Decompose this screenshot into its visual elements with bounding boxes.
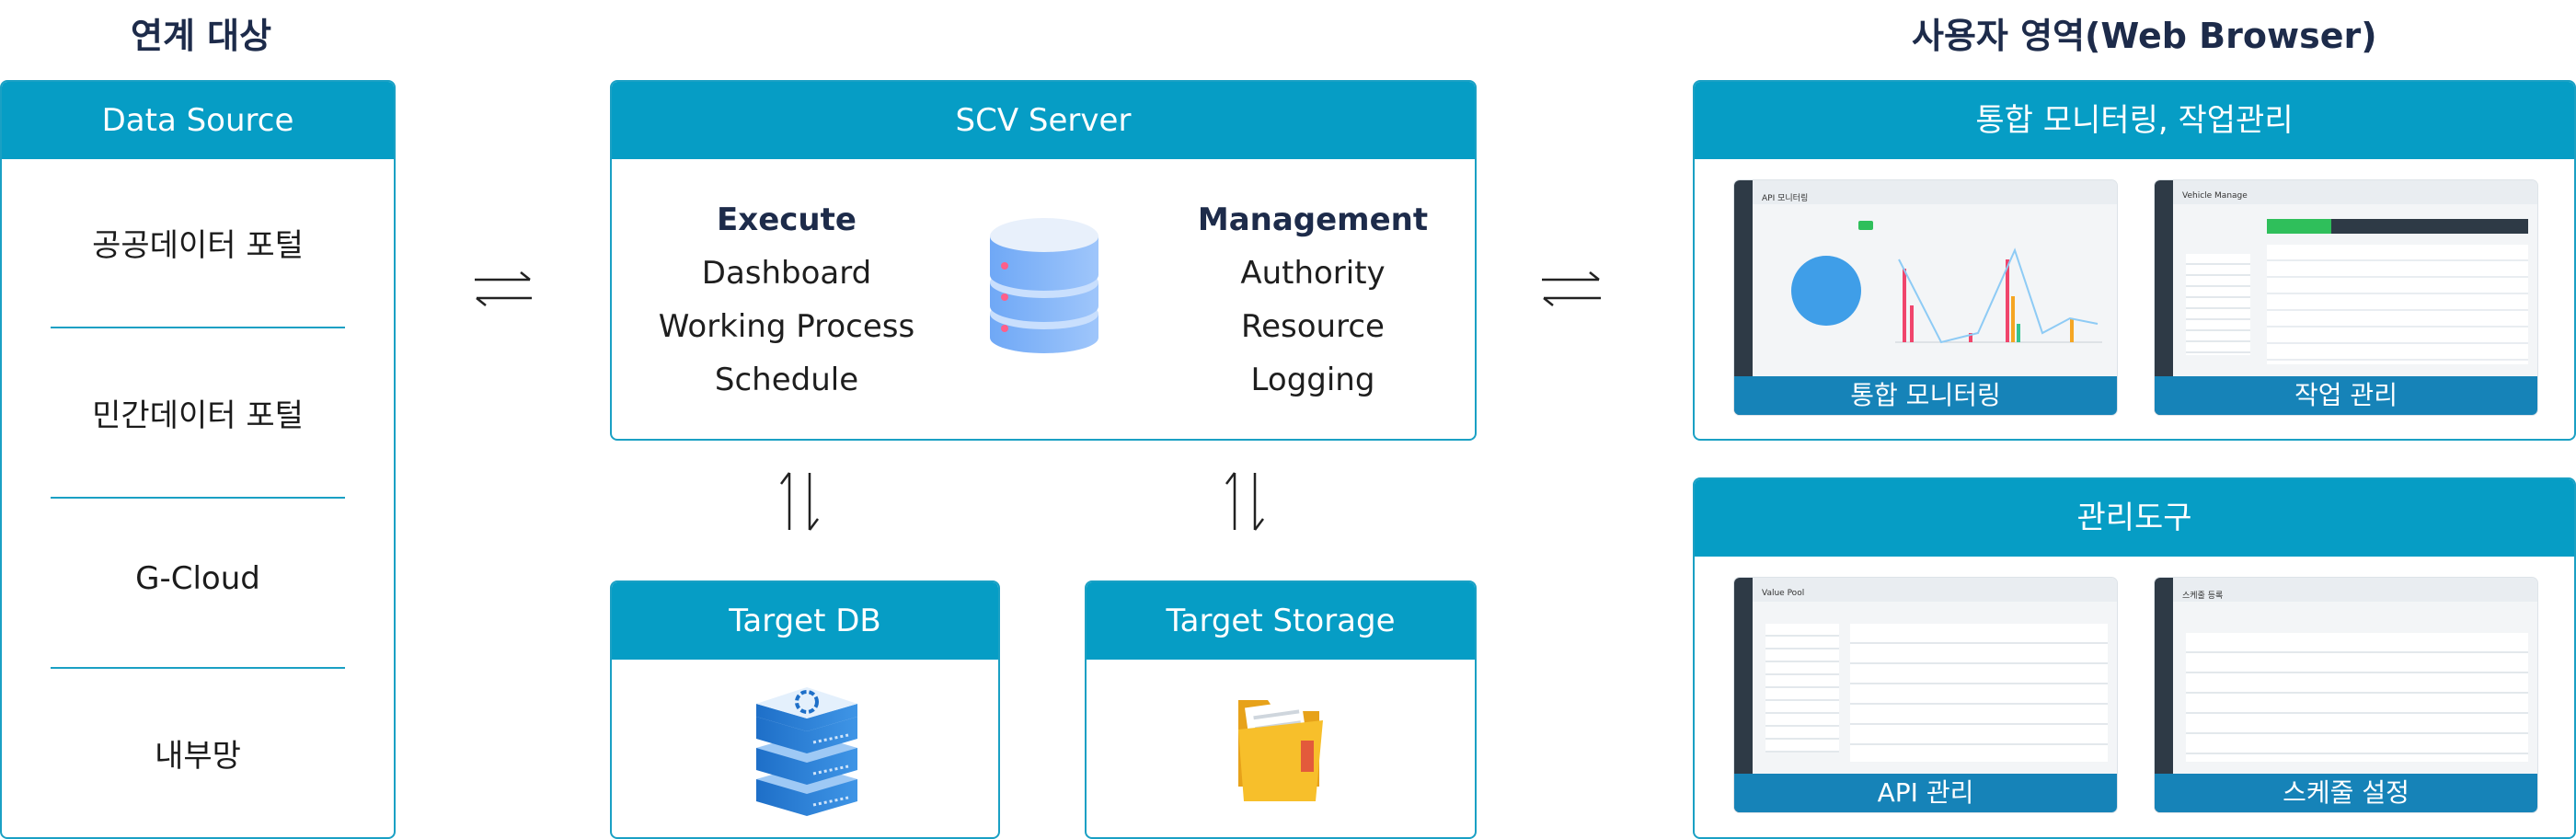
bidirectional-arrow-left — [475, 271, 532, 306]
window-title: 스케줄 등록 — [2182, 592, 2224, 601]
execute-item: Dashboard — [701, 255, 872, 292]
job-management-screenshot: Vehicle Manage 작업 관리 — [2155, 180, 2537, 415]
window-title: Vehicle Manage — [2182, 191, 2248, 201]
tab-bar — [2267, 219, 2528, 234]
sidebar — [1734, 578, 1753, 812]
management-item: Logging — [1250, 362, 1375, 398]
execute-column: Execute Dashboard Working Process Schedu… — [649, 193, 925, 407]
management-item: Resource — [1241, 308, 1385, 345]
divider — [51, 667, 345, 669]
execute-item: Schedule — [714, 362, 859, 398]
scv-server-header: SCV Server — [612, 82, 1475, 159]
topbar — [1753, 180, 2117, 204]
schedule-settings-caption: 스케줄 설정 — [2155, 774, 2537, 812]
folder-icon — [1238, 699, 1323, 801]
tree-list — [2186, 254, 2250, 355]
data-source-header: Data Source — [2, 82, 394, 159]
monitoring-header: 통합 모니터링, 작업관리 — [1695, 82, 2574, 159]
data-source-item-internal-network: 내부망 — [155, 738, 241, 775]
scv-server-panel: SCV Server Execute Dashboard Working Pro… — [610, 80, 1477, 441]
api-management-screenshot: Value Pool API 관리 — [1734, 578, 2117, 812]
sidebar — [2155, 578, 2173, 812]
active-tab — [2267, 219, 2331, 234]
topbar — [2173, 180, 2537, 204]
data-source-item-public-portal: 공공데이터 포털 — [92, 227, 304, 264]
management-column: Management Authority Resource Logging — [1175, 193, 1451, 407]
monitoring-panel: 통합 모니터링, 작업관리 API 모니터링 통합 모니터링 Vehicle M… — [1693, 80, 2576, 441]
data-source-item-private-portal: 민간데이터 포털 — [92, 397, 304, 434]
divider — [51, 327, 345, 328]
execute-heading: Execute — [717, 201, 857, 238]
left-section-title: 연계 대상 — [131, 16, 272, 56]
green-button — [1858, 221, 1873, 230]
vertical-arrow-storage — [1225, 472, 1264, 531]
tree-list — [1765, 624, 1839, 753]
admin-tools-panel: 관리도구 Value Pool API 관리 스케줄 등록 스케줄 설정 — [1693, 477, 2576, 839]
topbar — [2173, 578, 2537, 602]
data-table — [1850, 624, 2108, 762]
data-source-item-g-cloud: G-Cloud — [135, 560, 260, 597]
execute-item: Working Process — [658, 308, 915, 345]
right-section-title: 사용자 영역(Web Browser) — [1912, 16, 2377, 56]
target-db-header: Target DB — [612, 582, 998, 660]
data-source-panel: Data Source 공공데이터 포털 민간데이터 포털 G-Cloud 내부… — [0, 80, 396, 839]
management-heading: Management — [1197, 201, 1429, 238]
monitoring-screenshot: API 모니터링 통합 모니터링 — [1734, 180, 2117, 415]
target-storage-header: Target Storage — [1087, 582, 1475, 660]
admin-tools-header: 관리도구 — [1695, 479, 2574, 557]
bidirectional-arrow-right — [1542, 271, 1601, 306]
server-stack-icon — [756, 687, 857, 816]
sidebar — [1734, 180, 1753, 415]
schedule-settings-screenshot: 스케줄 등록 스케줄 설정 — [2155, 578, 2537, 812]
vertical-arrow-db — [780, 472, 819, 531]
pie-chart — [1791, 256, 1861, 326]
topbar — [1753, 578, 2117, 602]
job-management-caption: 작업 관리 — [2155, 376, 2537, 415]
form-rows — [2267, 245, 2528, 364]
window-title: Value Pool — [1762, 589, 1805, 598]
window-title: API 모니터링 — [1762, 194, 1809, 203]
line-bar-chart — [1895, 247, 2102, 344]
database-icon — [990, 218, 1098, 353]
data-table — [2186, 633, 2528, 762]
sidebar — [2155, 180, 2173, 415]
divider — [51, 497, 345, 499]
api-management-caption: API 관리 — [1734, 774, 2117, 812]
target-storage-panel: Target Storage — [1085, 580, 1477, 839]
target-db-panel: Target DB — [610, 580, 1000, 839]
management-item: Authority — [1240, 255, 1386, 292]
monitoring-caption: 통합 모니터링 — [1734, 376, 2117, 415]
